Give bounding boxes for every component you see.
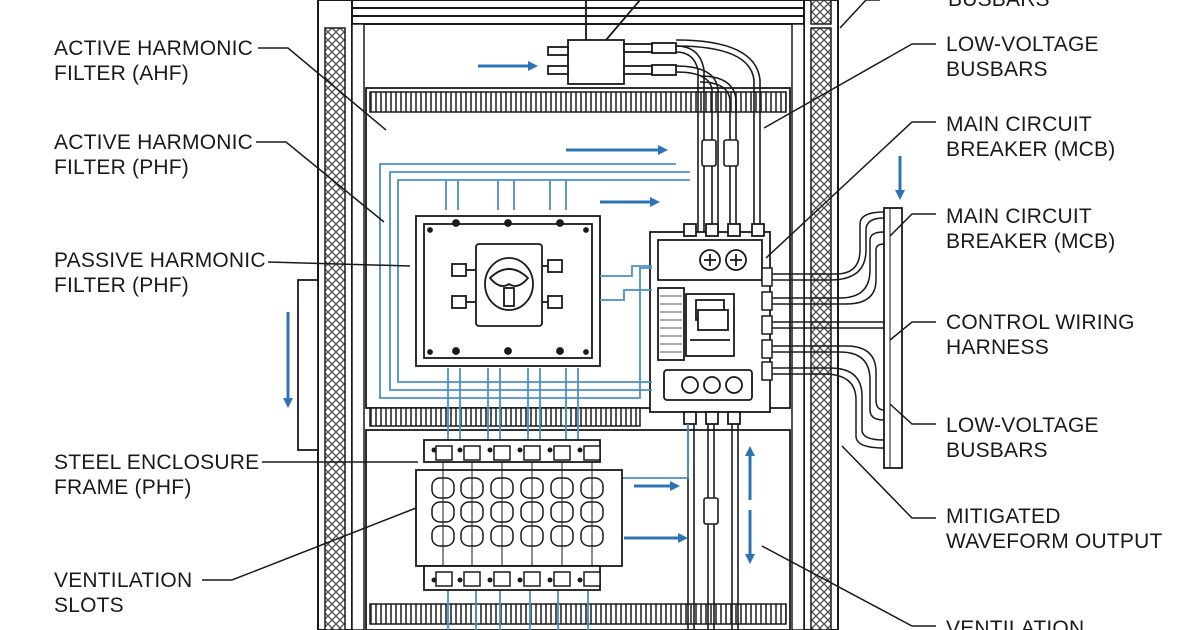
left-inner-strip	[351, 23, 365, 630]
label-line: MAIN CIRCUIT	[946, 113, 1092, 136]
label-line: FILTER (AHF)	[54, 62, 190, 85]
label-line: ACTIVE HARMONIC	[54, 37, 254, 60]
bottom-vent-slots	[369, 603, 787, 625]
breaker-terminals-side	[761, 267, 773, 381]
label-line: MITIGATED	[946, 505, 1061, 528]
label-steel-enclosure-frame: STEEL ENCLOSURE FRAME (PHF)	[54, 450, 259, 500]
label-line: CONTROL WIRING	[946, 311, 1135, 334]
upper-vent-slots	[369, 91, 787, 113]
label-main-circuit-breaker-1: MAIN CIRCUIT BREAKER (MCB)	[946, 112, 1115, 162]
door-hinge-tab	[297, 279, 319, 451]
label-line: MAIN CIRCUIT	[946, 205, 1092, 228]
label-busbars-top: BUSBARS	[948, 0, 1050, 12]
label-main-circuit-breaker-2: MAIN CIRCUIT BREAKER (MCB)	[946, 204, 1115, 254]
label-low-voltage-busbars-2: LOW-VOLTAGE BUSBARS	[946, 413, 1099, 463]
label-mitigated-waveform-output: MITIGATED WAVEFORM OUTPUT	[946, 504, 1163, 554]
filter-end-caps	[431, 447, 583, 583]
label-line: STEEL ENCLOSURE	[54, 451, 260, 474]
incoming-cables	[675, 39, 761, 232]
label-line: WAVEFORM OUTPUT	[946, 530, 1163, 553]
middle-vent-slots	[369, 407, 641, 427]
filter-fuse-column-4	[520, 445, 544, 587]
top-connector	[547, 0, 677, 85]
filter-fuse-column-2	[460, 445, 484, 587]
label-line: PASSIVE HARMONIC	[54, 249, 266, 272]
label-control-wiring-harness: CONTROL WIRING HARNESS	[946, 310, 1135, 360]
blue-signal-wiring	[379, 163, 690, 630]
label-line: ACTIVE HARMONIC	[54, 131, 254, 154]
label-line: FRAME (PHF)	[54, 476, 192, 499]
filter-fuse-column-1	[431, 445, 455, 587]
label-passive-harmonic-filter: PASSIVE HARMONIC FILTER (PHF)	[54, 248, 266, 298]
label-active-harmonic-filter-ahf: ACTIVE HARMONIC FILTER (AHF)	[54, 36, 253, 86]
right-inner-strip	[791, 23, 805, 630]
label-line: FILTER (PHF)	[54, 274, 190, 297]
main-circuit-breaker	[649, 223, 771, 425]
filter-fuse-column-3	[490, 445, 514, 587]
filter-fuse-column-5	[550, 445, 574, 587]
label-line: BUSBARS	[946, 58, 1048, 81]
label-line: SLOTS	[54, 594, 124, 617]
label-line: BUSBARS	[948, 0, 1050, 12]
label-line: FILTER (PHF)	[54, 156, 190, 179]
label-line: LOW-VOLTAGE	[946, 414, 1099, 437]
label-low-voltage-busbars-1: LOW-VOLTAGE BUSBARS	[946, 32, 1099, 82]
label-ventilation-bottom: VENTILATION	[946, 616, 1084, 630]
label-active-harmonic-filter-phf: ACTIVE HARMONIC FILTER (PHF)	[54, 130, 253, 180]
right-post-hatch	[810, 27, 832, 630]
control-wiring-harness	[772, 211, 885, 449]
leader-lines	[202, 0, 936, 627]
label-line: LOW-VOLTAGE	[946, 33, 1099, 56]
filter-fuse-column-6	[580, 445, 604, 587]
right-post-cap	[810, 0, 832, 25]
inline-fuses-lower	[703, 497, 719, 525]
inline-fuses-upper	[701, 139, 739, 167]
label-line: VENTILATION	[54, 569, 193, 592]
label-line: BREAKER (MCB)	[946, 138, 1116, 161]
passive-harmonic-filter-unit	[415, 215, 601, 367]
label-line: HARNESS	[946, 336, 1049, 359]
label-line: BUSBARS	[946, 439, 1048, 462]
label-line: BREAKER (MCB)	[946, 230, 1116, 253]
label-ventilation-slots: VENTILATION SLOTS	[54, 568, 192, 618]
label-line: VENTILATION	[946, 617, 1085, 630]
flow-arrows	[283, 61, 905, 564]
breaker-side-ticks	[660, 295, 682, 353]
